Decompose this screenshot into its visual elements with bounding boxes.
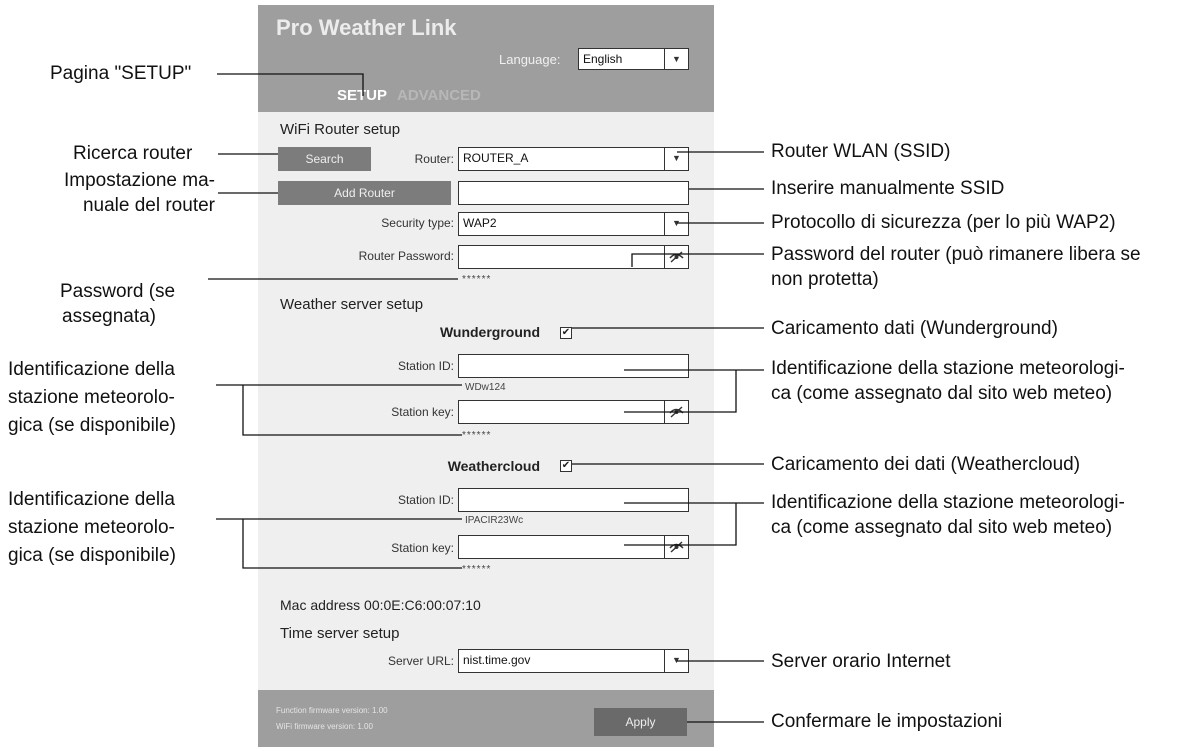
wu-station-key-label: Station key: bbox=[391, 405, 454, 419]
wc-station-key-label: Station key: bbox=[391, 541, 454, 555]
wunderground-checkbox[interactable]: ✔ bbox=[560, 327, 572, 339]
annotation-line: Impostazione ma- bbox=[63, 170, 215, 191]
annotation-line: stazione meteorolo- bbox=[8, 387, 175, 408]
security-type-value: WAP2 bbox=[463, 216, 497, 230]
app-title: Pro Weather Link bbox=[276, 15, 457, 40]
router-password-label: Router Password: bbox=[358, 249, 454, 263]
annotation-inserire-ssid: Inserire manualmente SSID bbox=[771, 178, 1005, 199]
function-firmware-version: Function firmware version: 1.00 bbox=[276, 706, 388, 715]
weather-section-title: Weather server setup bbox=[280, 296, 424, 313]
manual-ssid-input[interactable] bbox=[458, 181, 689, 205]
annotation-line: Password del router (può rimanere libera… bbox=[771, 244, 1141, 265]
tab-setup[interactable]: SETUP bbox=[337, 87, 388, 104]
annotation-password-router: Password del router (può rimanere libera… bbox=[771, 242, 1141, 292]
wu-station-id-input[interactable] bbox=[458, 354, 689, 378]
annotation-protocollo: Protocollo di sicurezza (per lo più WAP2… bbox=[771, 212, 1116, 233]
router-value: ROUTER_A bbox=[463, 151, 529, 165]
wc-station-id-hint: IPACIR23Wc bbox=[465, 515, 524, 526]
annotation-line: Identificazione della stazione meteorolo… bbox=[771, 358, 1125, 379]
wc-key-mask: ****** bbox=[462, 564, 492, 575]
wu-station-id-hint: WDw124 bbox=[465, 382, 506, 393]
annotation-line: non protetta) bbox=[771, 269, 879, 290]
annotation-identificazione-left-1: Identificazione della stazione meteorolo… bbox=[8, 356, 176, 440]
wc-station-id-input[interactable] bbox=[458, 488, 689, 512]
annotation-ricerca-router: Ricerca router bbox=[73, 143, 193, 164]
annotation-password-se: Password (se assegnata) bbox=[60, 279, 175, 329]
router-select[interactable]: ROUTER_A ▼ bbox=[458, 147, 689, 171]
annotation-line: ca (come assegnato dal sito web meteo) bbox=[771, 517, 1113, 538]
annotation-line: assegnata) bbox=[62, 306, 157, 327]
tab-advanced[interactable]: ADVANCED bbox=[397, 87, 481, 104]
annotation-line: stazione meteorolo- bbox=[8, 517, 175, 538]
wc-station-id-label: Station ID: bbox=[397, 493, 454, 507]
annotation-line: gica (se disponibile) bbox=[8, 415, 176, 436]
dropdown-arrow-icon: ▼ bbox=[664, 49, 688, 69]
search-button[interactable]: Search bbox=[278, 147, 371, 171]
wu-key-mask: ****** bbox=[462, 430, 492, 441]
annotation-router-wlan: Router WLAN (SSID) bbox=[771, 141, 951, 162]
wifi-section-title: WiFi Router setup bbox=[280, 121, 401, 138]
annotation-line: Identificazione della bbox=[8, 489, 175, 510]
mac-address: Mac address 00:0E:C6:00:07:10 bbox=[280, 597, 481, 613]
annotation-line: Password (se bbox=[60, 281, 176, 302]
language-label: Language: bbox=[499, 52, 561, 67]
annotation-line: Identificazione della bbox=[8, 359, 175, 380]
annotation-identificazione-right-2: Identificazione della stazione meteorolo… bbox=[771, 490, 1125, 540]
checkbox-checked-icon: ✔ bbox=[561, 460, 571, 471]
weathercloud-checkbox[interactable]: ✔ bbox=[560, 460, 572, 472]
dropdown-arrow-icon: ▼ bbox=[664, 148, 688, 170]
wunderground-label: Wunderground bbox=[439, 324, 540, 340]
annotation-line: nuale del router bbox=[82, 195, 215, 216]
wc-station-key-input[interactable] bbox=[458, 535, 689, 559]
server-url-label: Server URL: bbox=[387, 654, 454, 668]
language-select[interactable]: English ▼ bbox=[578, 48, 689, 70]
annotation-line: ca (come assegnato dal sito web meteo) bbox=[771, 383, 1113, 404]
server-url-select[interactable]: nist.time.gov ▼ bbox=[458, 649, 689, 673]
dropdown-arrow-icon: ▼ bbox=[664, 213, 688, 235]
annotation-impostazione-manuale: Impostazione ma- nuale del router bbox=[15, 168, 215, 218]
password-mask: ****** bbox=[462, 274, 492, 285]
annotation-confermare: Confermare le impostazioni bbox=[771, 711, 1003, 732]
annotation-line: Identificazione della stazione meteorolo… bbox=[771, 492, 1125, 513]
annotation-caricamento-wu: Caricamento dati (Wunderground) bbox=[771, 318, 1058, 339]
time-section-title: Time server setup bbox=[280, 625, 400, 642]
annotation-identificazione-right-1: Identificazione della stazione meteorolo… bbox=[771, 356, 1125, 406]
language-value: English bbox=[583, 52, 623, 66]
security-type-select[interactable]: WAP2 ▼ bbox=[458, 212, 689, 236]
wifi-firmware-version: WiFi firmware version: 1.00 bbox=[276, 722, 373, 731]
annotation-caricamento-wc: Caricamento dei dati (Weathercloud) bbox=[771, 454, 1081, 475]
dropdown-arrow-icon: ▼ bbox=[664, 650, 688, 672]
weathercloud-label: Weathercloud bbox=[447, 458, 540, 474]
annotation-identificazione-left-2: Identificazione della stazione meteorolo… bbox=[8, 486, 176, 570]
server-url-value: nist.time.gov bbox=[463, 653, 531, 667]
add-router-button[interactable]: Add Router bbox=[278, 181, 451, 205]
checkbox-checked-icon: ✔ bbox=[561, 327, 571, 338]
router-label: Router: bbox=[414, 152, 454, 166]
router-password-input[interactable] bbox=[458, 245, 689, 269]
annotation-server-orario: Server orario Internet bbox=[771, 651, 951, 672]
apply-button[interactable]: Apply bbox=[594, 708, 687, 736]
security-type-label: Security type: bbox=[381, 216, 454, 230]
wu-station-id-label: Station ID: bbox=[397, 359, 454, 373]
annotation-pagina-setup: Pagina "SETUP" bbox=[50, 63, 192, 84]
annotation-line: gica (se disponibile) bbox=[8, 545, 176, 566]
